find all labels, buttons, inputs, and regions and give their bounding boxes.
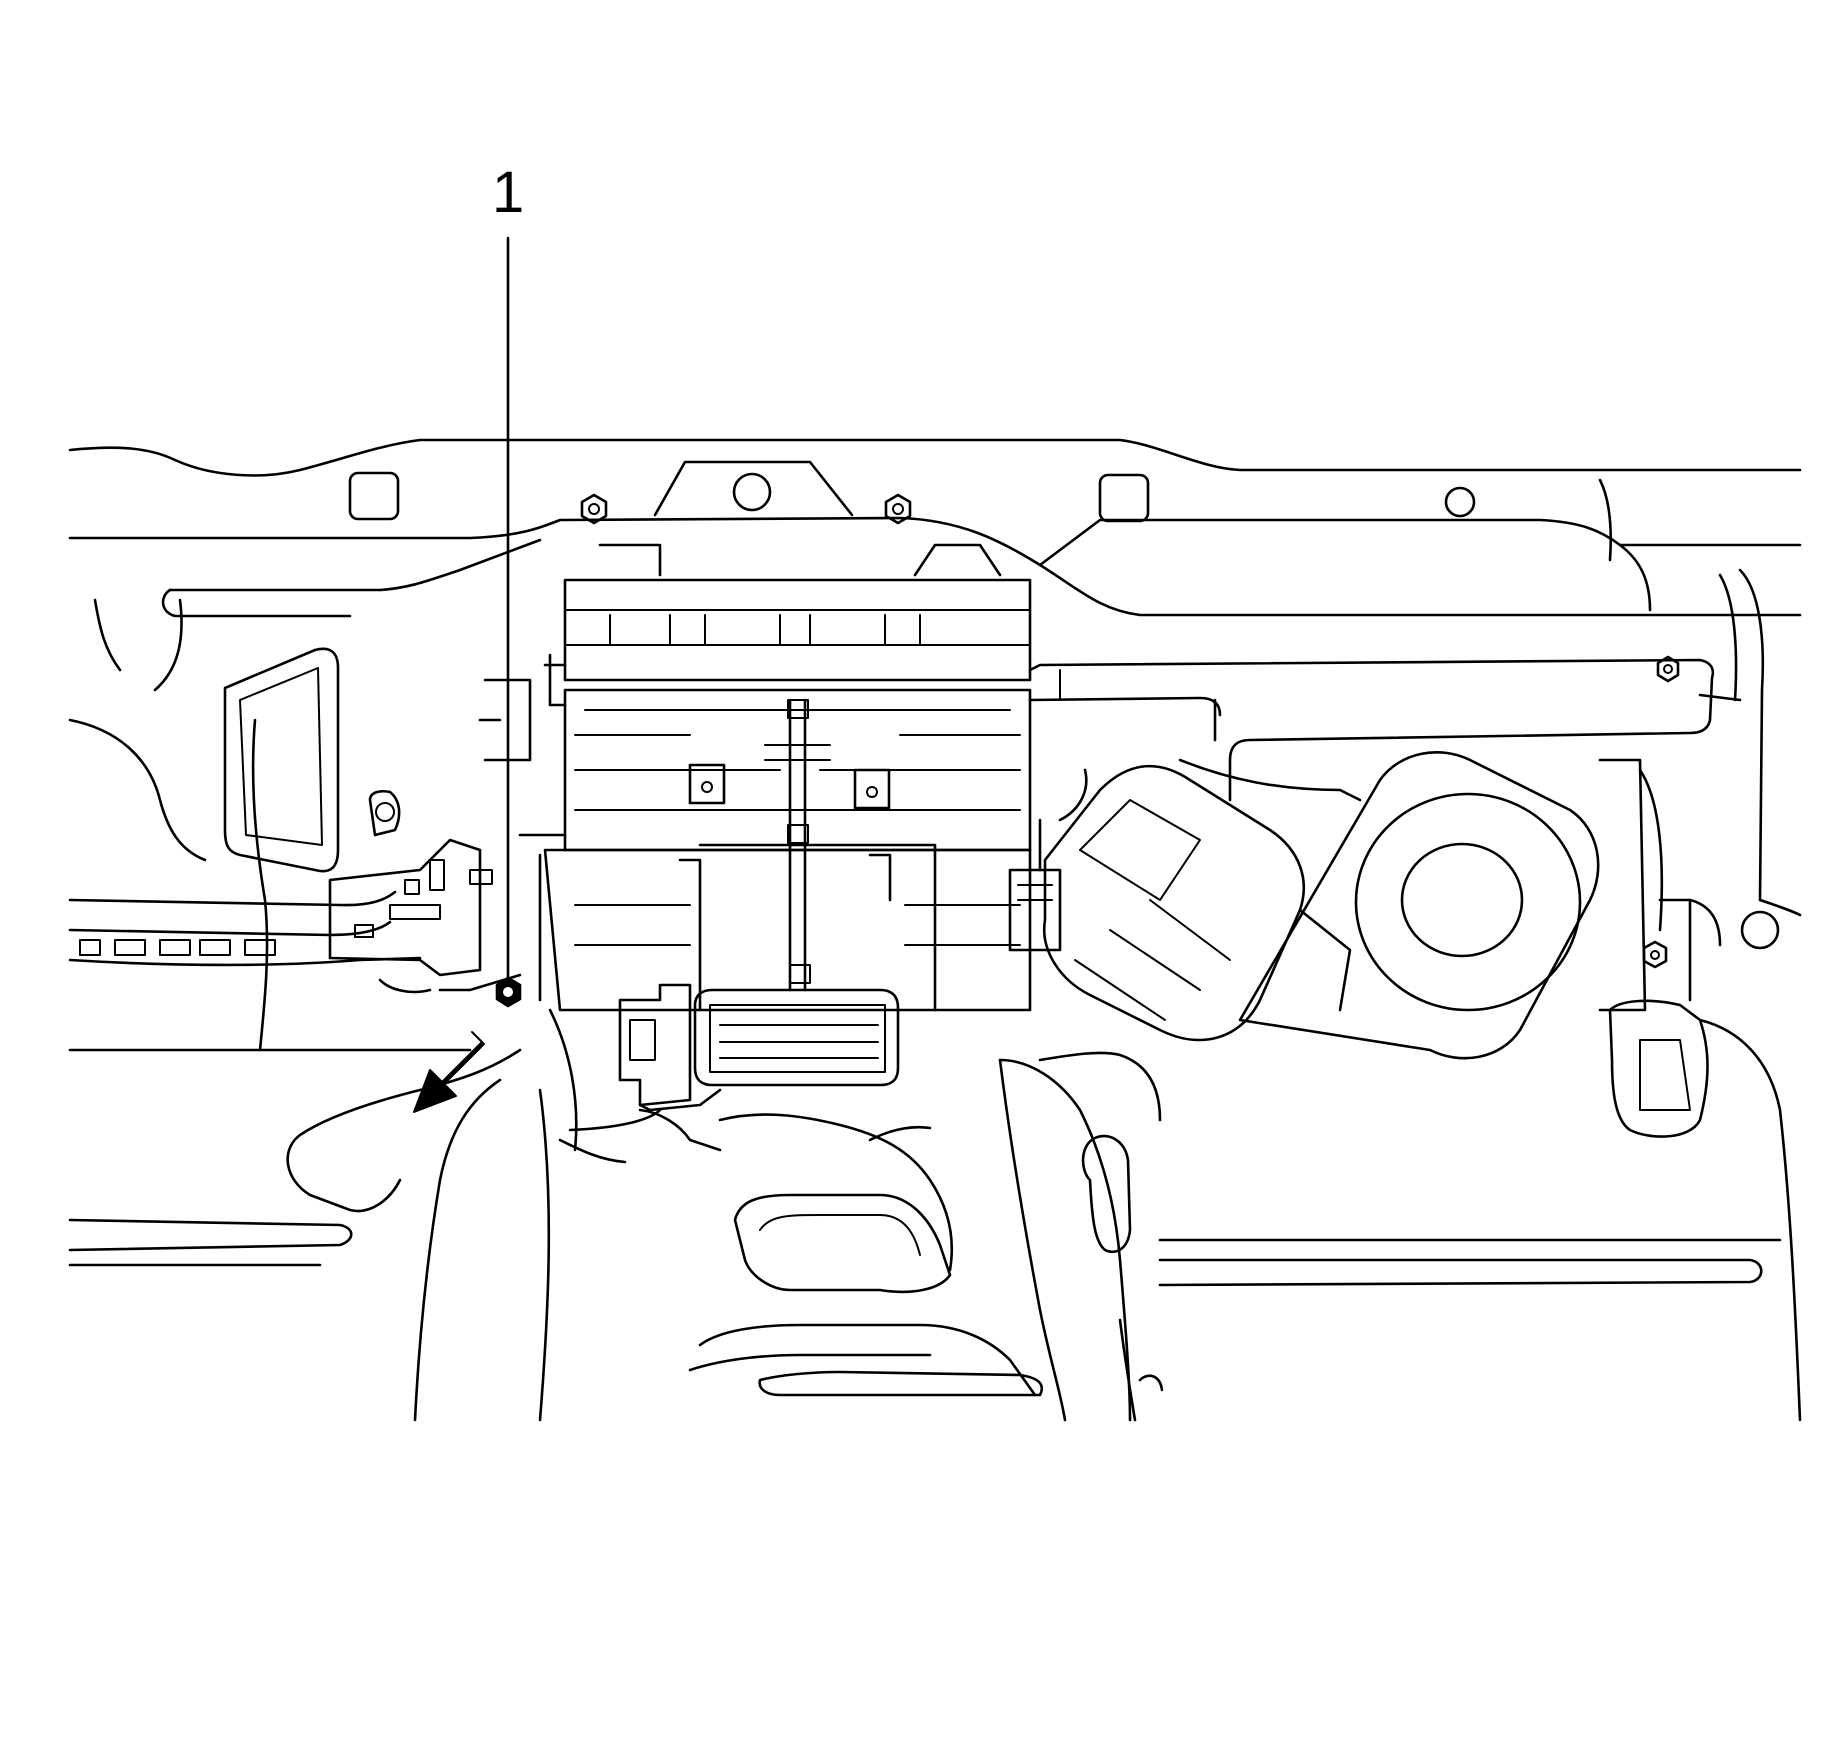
instrument-panel-crossbar bbox=[1028, 658, 1742, 802]
blower-duct bbox=[1042, 758, 1362, 1042]
nut-icon bbox=[580, 493, 608, 525]
nut-icon bbox=[1656, 655, 1680, 683]
cowl-panel bbox=[68, 438, 1802, 618]
left-bracket bbox=[328, 789, 522, 994]
cowl-tab-right bbox=[1098, 473, 1476, 523]
seat-mount-right bbox=[1081, 999, 1802, 1422]
hvac-module-housing bbox=[478, 543, 1032, 1012]
filter-access-cover bbox=[693, 988, 900, 1087]
left-side-structure bbox=[68, 598, 472, 1052]
right-side-structure bbox=[1658, 568, 1802, 1002]
nut-icon bbox=[884, 493, 912, 525]
wiring-connector bbox=[1008, 768, 1088, 952]
blower-actuator bbox=[618, 983, 722, 1112]
seat-mount-left bbox=[68, 1048, 522, 1422]
cowl-tab-center bbox=[653, 460, 854, 517]
speaker-assembly bbox=[1238, 751, 1664, 1060]
floor-tunnel bbox=[538, 1008, 1162, 1422]
nut-icon bbox=[1642, 940, 1668, 969]
cowl-tab-left bbox=[348, 471, 400, 521]
left-vent-grille bbox=[223, 647, 340, 873]
callout-label: 1 bbox=[492, 160, 524, 225]
callout-1: 1 bbox=[492, 160, 524, 987]
arrow-down-left-icon bbox=[413, 1031, 485, 1113]
